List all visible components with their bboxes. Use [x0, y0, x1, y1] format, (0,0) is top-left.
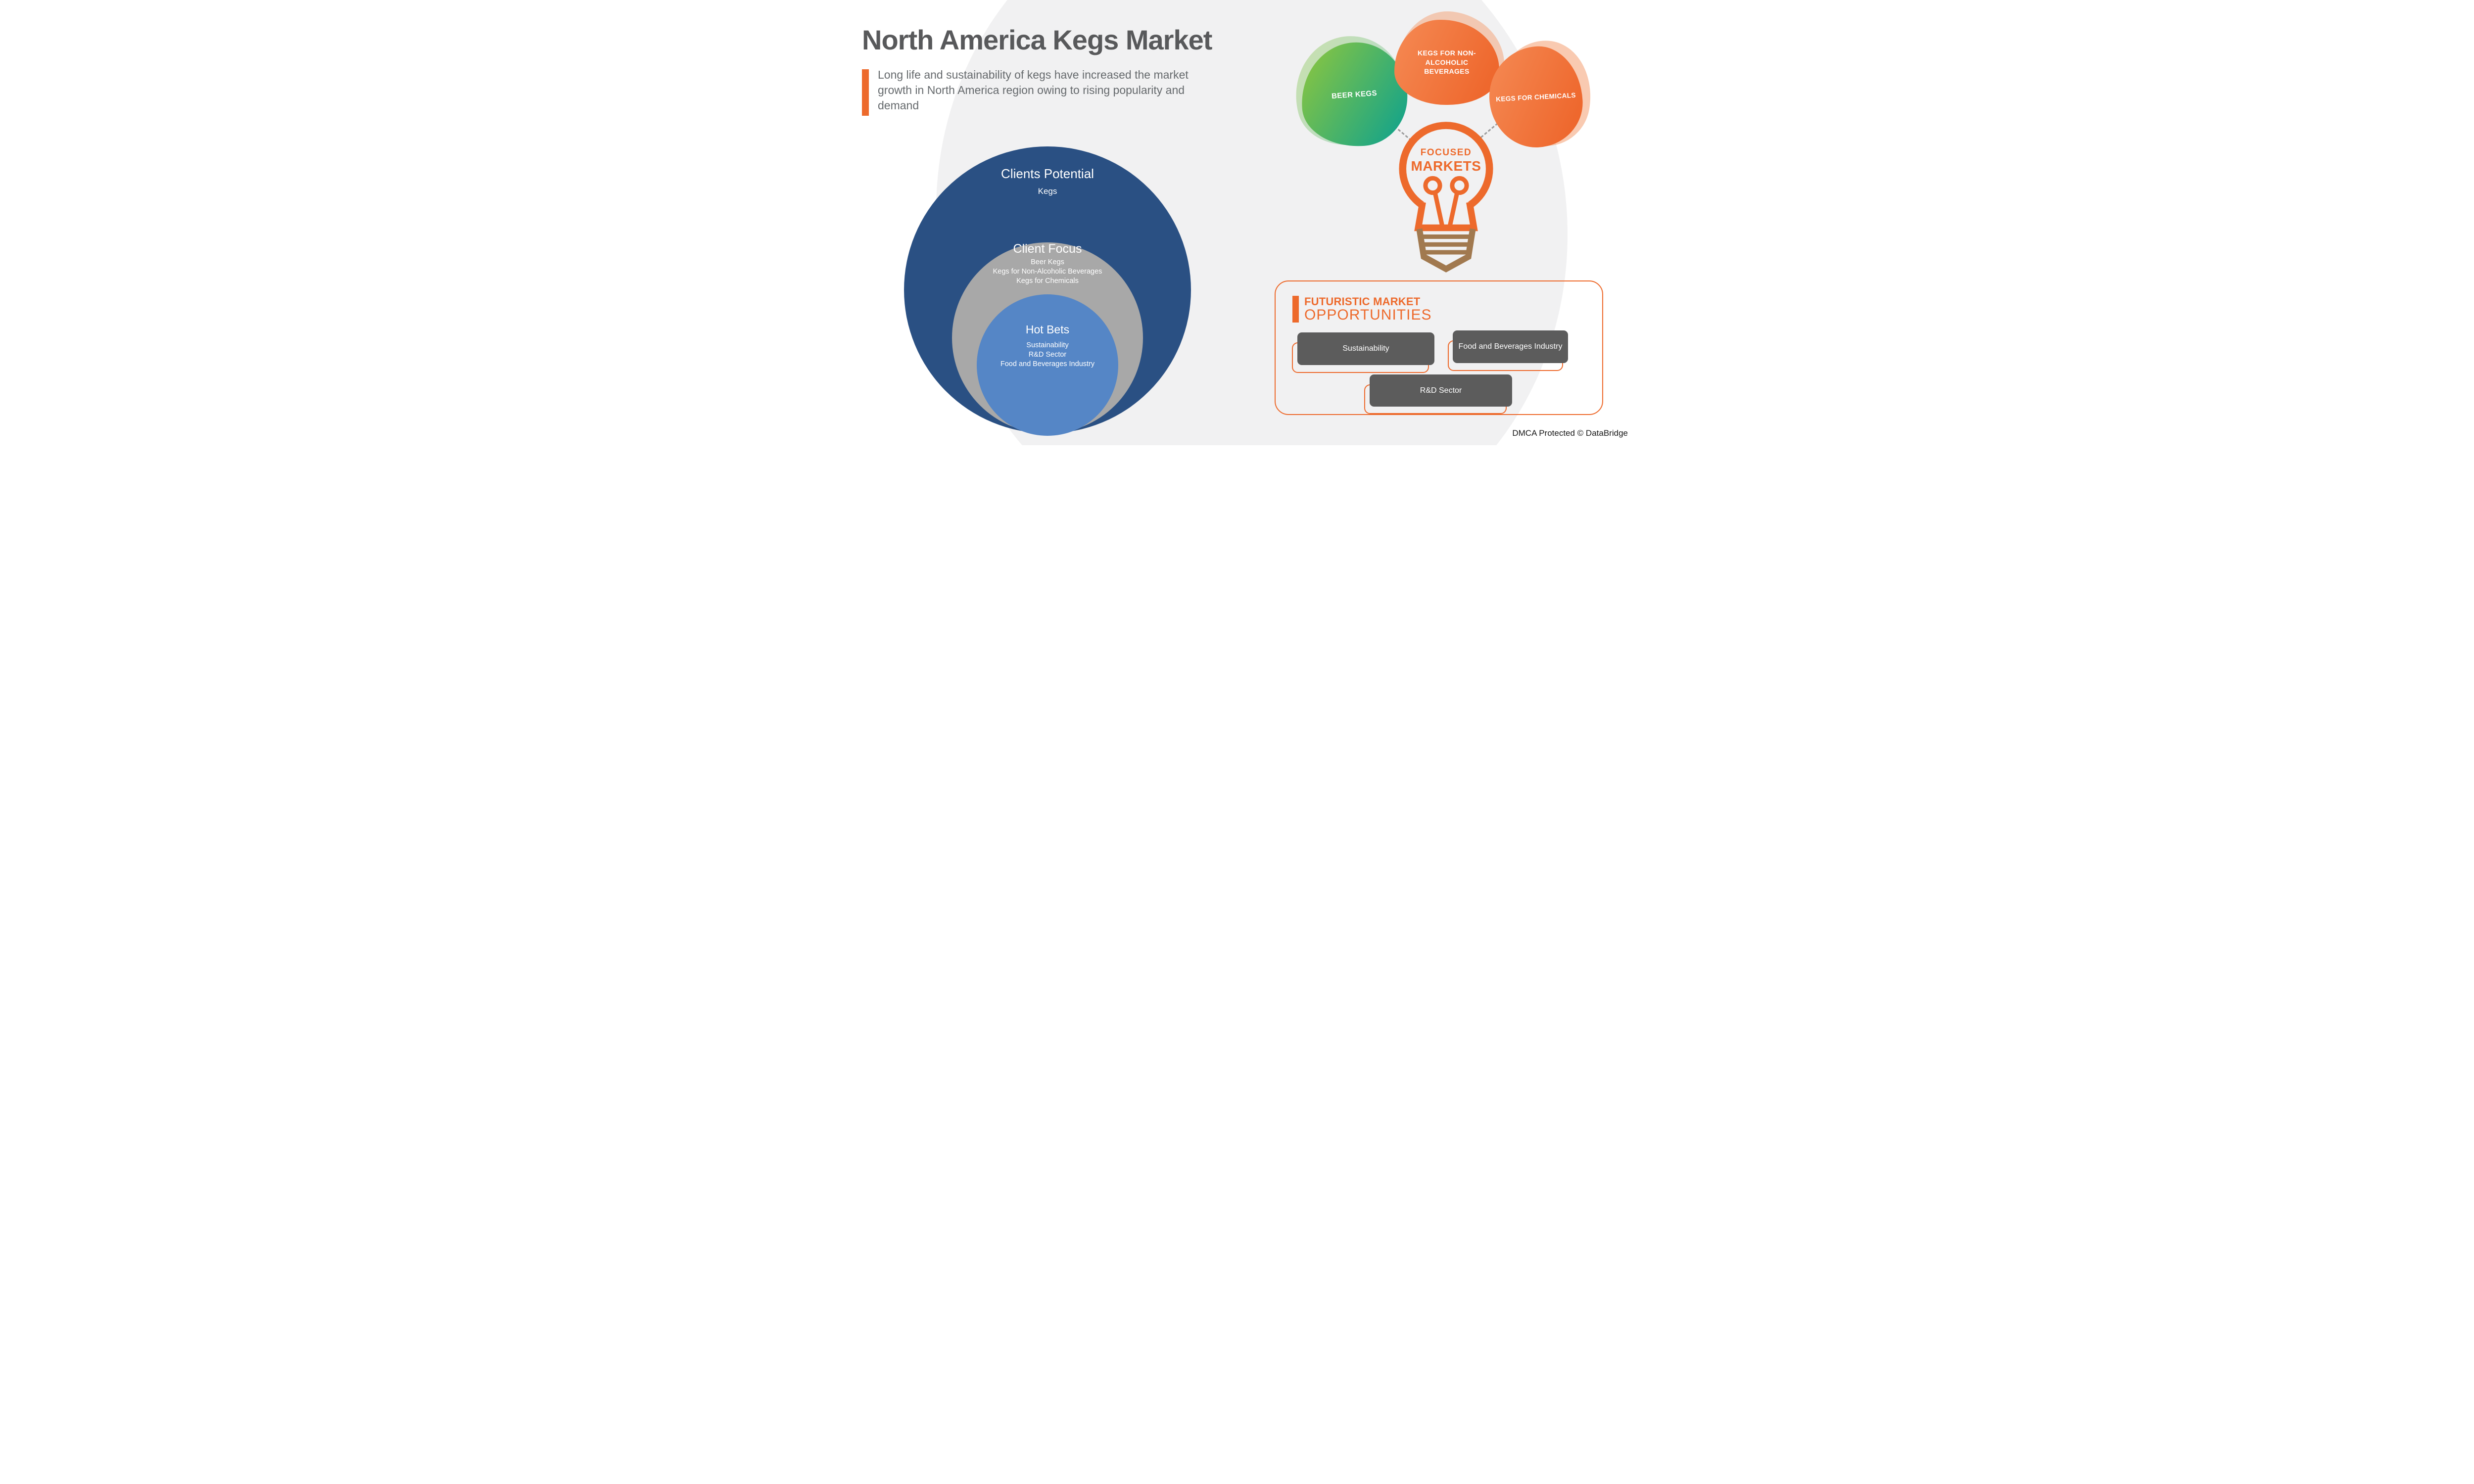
lightbulb-icon [1399, 122, 1493, 273]
opportunities-panel [1275, 280, 1603, 415]
non-alcoholic-blob: KEGS FOR NON-ALCOHOLIC BEVERAGES [1394, 20, 1499, 105]
venn-middle-items: Beer Kegs Kegs for Non-Alcoholic Beverag… [993, 258, 1102, 286]
venn-middle-item: Beer Kegs [1031, 258, 1064, 266]
venn-inner-circle [977, 294, 1118, 436]
opportunities-accent-bar [1292, 296, 1299, 323]
opportunities-heading-line1: FUTURISTIC MARKET [1304, 295, 1421, 308]
opportunity-chip-sustainability: Sustainability [1297, 332, 1434, 365]
venn-middle-item: Kegs for Chemicals [1016, 277, 1079, 285]
opportunity-chip-rd-sector: R&D Sector [1370, 374, 1512, 407]
focused-markets-hub: FOCUSED MARKETS [1390, 119, 1502, 275]
hub-label-line2: MARKETS [1411, 158, 1481, 174]
venn-outer-title: Clients Potential [1001, 166, 1094, 181]
non-alcoholic-label: KEGS FOR NON-ALCOHOLIC BEVERAGES [1418, 49, 1476, 76]
subtitle-accent-bar [862, 69, 869, 116]
page-title: North America Kegs Market [862, 24, 1212, 55]
venn-inner-title: Hot Bets [1025, 323, 1070, 336]
venn-inner-item: R&D Sector [1028, 351, 1067, 359]
subtitle: Long life and sustainability of kegs hav… [878, 68, 1189, 112]
venn-outer-item: Kegs [1038, 186, 1057, 196]
hub-label-line1: FOCUSED [1420, 147, 1472, 158]
venn-inner-item: Food and Beverages Industry [1000, 360, 1095, 368]
venn-inner-items: Sustainability R&D Sector Food and Bever… [1000, 341, 1094, 369]
venn-middle-title: Client Focus [1013, 242, 1082, 256]
opportunity-chip-food-beverages: Food and Beverages Industry [1453, 330, 1568, 363]
venn-middle-item: Kegs for Non-Alcoholic Beverages [993, 268, 1102, 276]
chemicals-label: KEGS FOR CHEMICALS [1495, 91, 1576, 103]
beer-kegs-label: BEER KEGS [1331, 89, 1378, 100]
venn-inner-item: Sustainability [1026, 341, 1069, 349]
opportunities-heading-line2: OPPORTUNITIES [1304, 307, 1432, 323]
dmca-notice: DMCA Protected © DataBridge [1512, 428, 1628, 438]
infographic-canvas: North America Kegs Market Long life and … [841, 0, 1633, 445]
